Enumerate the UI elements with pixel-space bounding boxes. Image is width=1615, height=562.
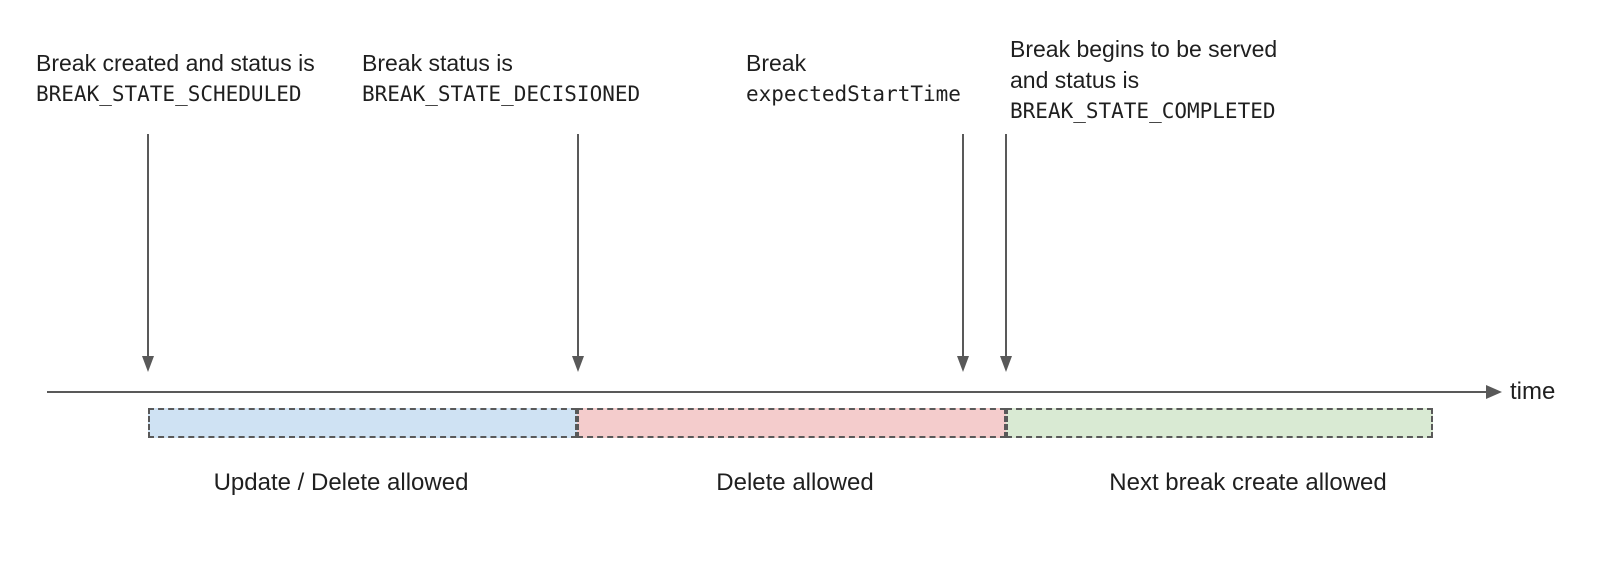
segment-label-delete-allowed: Delete allowed <box>716 469 874 496</box>
time-axis-line <box>47 391 1487 393</box>
arrow-shaft <box>1005 134 1007 358</box>
event-arrow-expected-start-time <box>957 134 969 372</box>
arrow-shaft <box>962 134 964 358</box>
annotation-text: Break created and status is <box>36 50 315 76</box>
arrow-down-icon <box>957 356 969 372</box>
annotation-code-break-state-completed: BREAK_STATE_COMPLETED <box>1010 99 1276 123</box>
time-axis-label: time <box>1510 378 1556 405</box>
segment-next-break-create-allowed <box>1006 408 1433 438</box>
annotation-break-status-decisioned: Break status is BREAK_STATE_DECISIONED <box>362 48 640 110</box>
arrow-shaft <box>147 134 149 358</box>
annotation-code-break-state-decisioned: BREAK_STATE_DECISIONED <box>362 82 641 106</box>
annotation-code-break-state-scheduled: BREAK_STATE_SCHEDULED <box>36 82 302 106</box>
segment-label-update-delete-allowed: Update / Delete allowed <box>213 469 469 496</box>
annotation-text: Break begins to be served <box>1010 36 1278 62</box>
event-arrow-break-completed <box>1000 134 1012 372</box>
segment-delete-allowed <box>577 408 1006 438</box>
annotation-break-served: Break begins to be served and status is … <box>1010 34 1277 127</box>
annotation-text: Break <box>746 50 807 76</box>
segment-update-delete-allowed <box>148 408 577 438</box>
arrow-shaft <box>577 134 579 358</box>
annotation-text: Break status is <box>362 50 513 76</box>
annotation-code-expected-start-time: expectedStartTime <box>746 82 961 106</box>
event-arrow-break-decisioned <box>572 134 584 372</box>
annotation-break-created: Break created and status is BREAK_STATE_… <box>36 48 315 110</box>
segment-label-next-break-create-allowed: Next break create allowed <box>1109 469 1387 496</box>
annotation-expected-start-time: Break expectedStartTime <box>746 48 961 110</box>
annotation-text: and status is <box>1010 67 1140 93</box>
event-arrow-break-created <box>142 134 154 372</box>
arrow-down-icon <box>572 356 584 372</box>
arrow-down-icon <box>142 356 154 372</box>
arrow-right-icon <box>1486 385 1502 399</box>
arrow-down-icon <box>1000 356 1012 372</box>
